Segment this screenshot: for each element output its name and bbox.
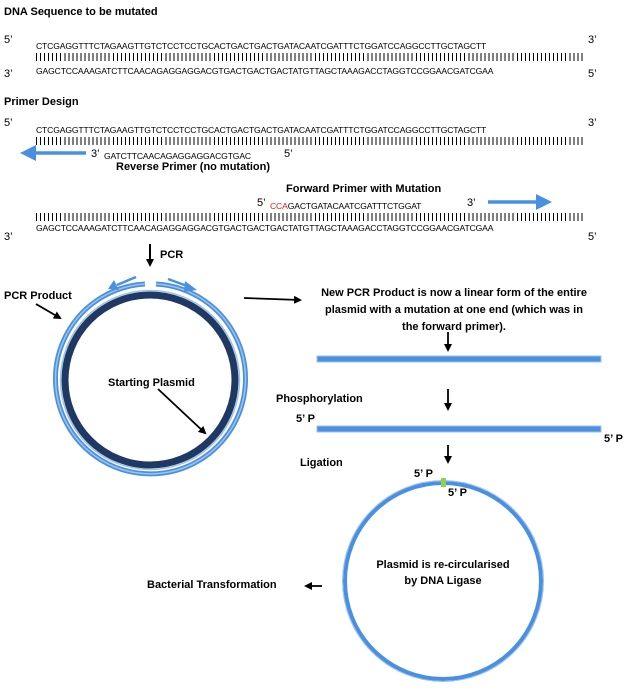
three-prime-label: 3’	[588, 117, 597, 129]
pcr-product-ring	[53, 281, 248, 477]
reverse-primer-five-prime: 5’	[284, 148, 293, 160]
three-prime-label: 3’	[4, 68, 13, 80]
five-prime-label: 5’	[588, 68, 597, 80]
forward-primer-label: Forward Primer with Mutation	[286, 183, 442, 195]
reverse-primer-arrow	[20, 145, 86, 161]
phosphate-label-left: 5’ P	[296, 413, 315, 425]
five-prime-label: 5’	[4, 117, 13, 129]
section-title-dna-sequence: DNA Sequence to be mutated	[4, 6, 158, 18]
pcr-label: PCR	[160, 249, 184, 261]
phosphorylated-product-bar	[316, 425, 602, 433]
reverse-primer-label: Reverse Primer (no mutation)	[116, 161, 271, 173]
reverse-primer-sequence: GATCTTCAACAGAGGAGGACGTGAC	[104, 151, 251, 161]
starting-plasmid-label: Starting Plasmid	[108, 377, 195, 389]
starting-plasmid-circle	[61, 291, 239, 469]
five-prime-label: 5’	[4, 34, 13, 46]
five-prime-label: 5’	[588, 231, 597, 243]
small-primer-arrow-left	[108, 275, 137, 290]
to-linear-product-arrow	[243, 295, 302, 304]
base-pair-ticks	[36, 213, 584, 221]
bacterial-transformation-label: Bacterial Transformation	[147, 579, 277, 591]
primer-bottom-strand-sequence: GAGCTCCAAAGATCTTCAACAGAGGAGGACGTGACTGACT…	[36, 223, 494, 233]
new-pcr-product-description: New PCR Product is now a linear form of …	[321, 287, 587, 333]
starting-plasmid-pointer	[157, 388, 207, 435]
forward-primer-arrow	[488, 194, 552, 210]
pcr-product-pointer	[35, 303, 62, 320]
three-prime-label: 3’	[4, 231, 13, 243]
recircularised-description: Plasmid is re-circularised by DNA Ligase	[376, 559, 510, 587]
forward-primer-five-prime: 5’	[257, 197, 266, 209]
pcr-product-label: PCR Product	[4, 290, 72, 302]
bottom-strand-sequence: GAGCTCCAAAGATCTTCAACAGAGGAGGACGTGACTGACT…	[36, 66, 494, 76]
starting-plasmid-outline	[59, 289, 241, 471]
forward-primer-sequence: CCAGACTGATACAATCGATTTCTGGAT	[270, 201, 421, 211]
mutation-bases: CCA	[270, 201, 288, 211]
section-title-primer-design: Primer Design	[4, 96, 79, 108]
forward-primer-three-prime: 3’	[467, 197, 476, 209]
small-primer-arrow-right	[167, 277, 197, 292]
ligation-mark	[441, 478, 446, 487]
ligation-label: Ligation	[300, 457, 343, 469]
forward-primer-bases: GACTGATACAATCGATTTCTGGAT	[287, 201, 422, 211]
top-strand-sequence: CTCGAGGTTTCTAGAAGTTGTCTCCTCCTGCACTGACTGA…	[36, 41, 487, 51]
phosphate-label-right: 5’ P	[604, 433, 623, 445]
base-pair-ticks	[36, 137, 584, 145]
base-pair-ticks	[36, 53, 584, 61]
phosphorylation-label: Phosphorylation	[276, 393, 363, 405]
primer-top-strand-sequence: CTCGAGGTTTCTAGAAGTTGTCTCCTCCTGCACTGACTGA…	[36, 125, 487, 135]
ligation-phosphate-bottom: 5’ P	[448, 487, 467, 499]
reverse-primer-three-prime: 3’	[91, 148, 100, 160]
linear-pcr-product-bar	[316, 355, 602, 363]
ligation-phosphate-top: 5’ P	[414, 468, 433, 480]
three-prime-label: 3’	[588, 34, 597, 46]
